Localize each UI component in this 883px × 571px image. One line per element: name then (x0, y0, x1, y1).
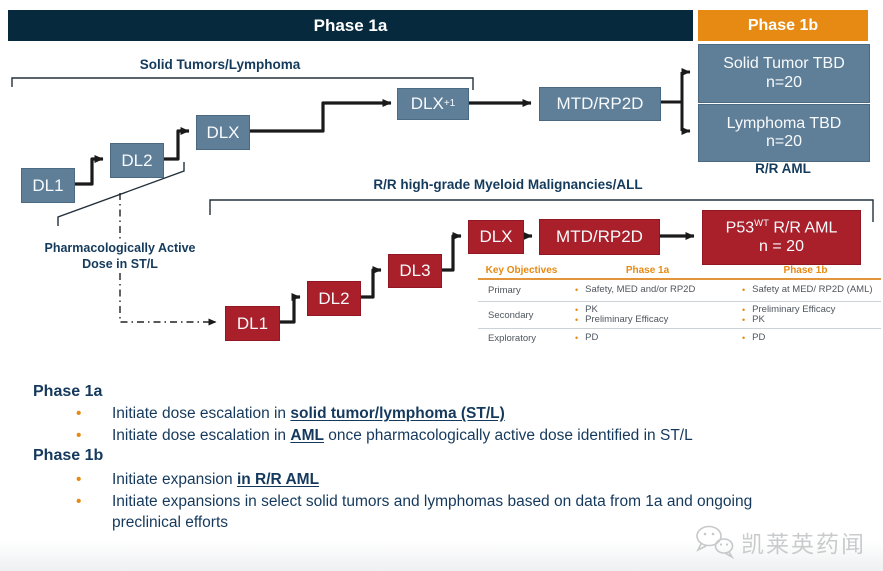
stl-dose-box-dl2: DL2 (110, 143, 164, 178)
aml-mtd-rp2d-box: MTD/RP2D (539, 219, 660, 255)
objective-item: •PK (742, 314, 765, 325)
bullet-icon: • (742, 304, 746, 315)
note-bullet: • Initiate expansion in R/R AML (76, 471, 320, 488)
bullet-icon: • (575, 304, 579, 315)
pharm-active-dose-note: Pharmacologically Active Dose in ST/L (44, 241, 196, 271)
table-row-primary: Primary •Safety, MED and/or RP2D •Safety… (478, 280, 881, 302)
objectives-header-col3: Phase 1b (783, 264, 828, 276)
bullet-icon: • (575, 285, 579, 296)
myeloid-malignancies-label: R/R high-grade Myeloid Malignancies/ALL (373, 177, 643, 192)
phase1a-header-bar: Phase 1a (8, 10, 693, 41)
objective-item: •Safety, MED and/or RP2D (575, 284, 696, 296)
objectives-header-col2: Phase 1a (625, 264, 670, 276)
stl-mtd-rp2d-box: MTD/RP2D (539, 87, 661, 121)
objective-item: •PD (575, 332, 599, 344)
wechat-bubbles-icon (696, 525, 735, 560)
aml-dose-box-dl3: DL3 (388, 254, 442, 288)
expansion-box-lymphoma: Lymphoma TBD n=20 (698, 104, 870, 162)
phase1b-header-bar: Phase 1b (698, 10, 868, 41)
stl-dose-box-dlx-plus1: DLX+1 (397, 88, 469, 120)
objective-item: •Preliminary Efficacy (575, 314, 669, 325)
table-row-secondary: Secondary •PK •Preliminary Efficacy •Pre… (478, 302, 881, 329)
mtd-branch-arrows (659, 68, 691, 135)
expansion-box-solid-tumor: Solid Tumor TBD n=20 (698, 44, 870, 103)
bullet-icon: • (76, 493, 82, 510)
notes-phase1b-title: Phase 1b (33, 447, 104, 464)
bullet-icon: • (742, 333, 746, 344)
aml-dose-box-dl1: DL1 (225, 306, 280, 341)
objective-item: •PK (575, 303, 598, 315)
note-bullet: • Initiate dose escalation in AML once p… (76, 427, 693, 444)
rr-aml-label: R/R AML (755, 161, 811, 176)
phase1b-header-label: Phase 1b (747, 16, 819, 34)
phase1a-header-label: Phase 1a (313, 15, 388, 35)
key-objectives-table: Key Objectives Phase 1a Phase 1b Primary… (478, 262, 881, 348)
note-bullet: • Initiate dose escalation in solid tumo… (76, 405, 505, 422)
bullet-icon: • (575, 333, 579, 344)
objectives-header-col1: Key Objectives (485, 264, 558, 276)
bullet-icon: • (76, 471, 82, 488)
stl-dose-box-dl1: DL1 (21, 168, 75, 203)
stl-dose-box-dlx: DLX (196, 115, 250, 150)
note-bullet-continuation: preclinical efforts (112, 514, 229, 531)
watermark-text: 凯莱英药闻 (741, 531, 866, 557)
objective-item: •Safety at MED/ RP2D (AML) (742, 284, 873, 296)
aml-dose-box-dl2: DL2 (307, 281, 361, 316)
table-row-exploratory: Exploratory •PD •PD (478, 329, 881, 348)
bullet-icon: • (742, 315, 746, 325)
objective-item: •Preliminary Efficacy (742, 303, 836, 315)
bullet-icon: • (76, 427, 82, 444)
bullet-icon: • (575, 315, 579, 325)
objective-item: •PD (742, 332, 766, 344)
bottom-strip (0, 541, 883, 571)
bullet-icon: • (742, 285, 746, 296)
bullet-icon: • (76, 405, 82, 422)
p53-rr-aml-box: P53WT R/R AML n = 20 (702, 210, 861, 265)
objectives-header-row: Key Objectives Phase 1a Phase 1b (478, 262, 881, 280)
solid-tumors-lymphoma-label: Solid Tumors/Lymphoma (139, 57, 301, 72)
note-bullet: • Initiate expansions in select solid tu… (76, 493, 753, 510)
notes-phase1a-title: Phase 1a (33, 383, 103, 400)
watermark: 凯莱英药闻 (693, 522, 866, 562)
aml-dose-box-dlx: DLX (468, 220, 524, 254)
